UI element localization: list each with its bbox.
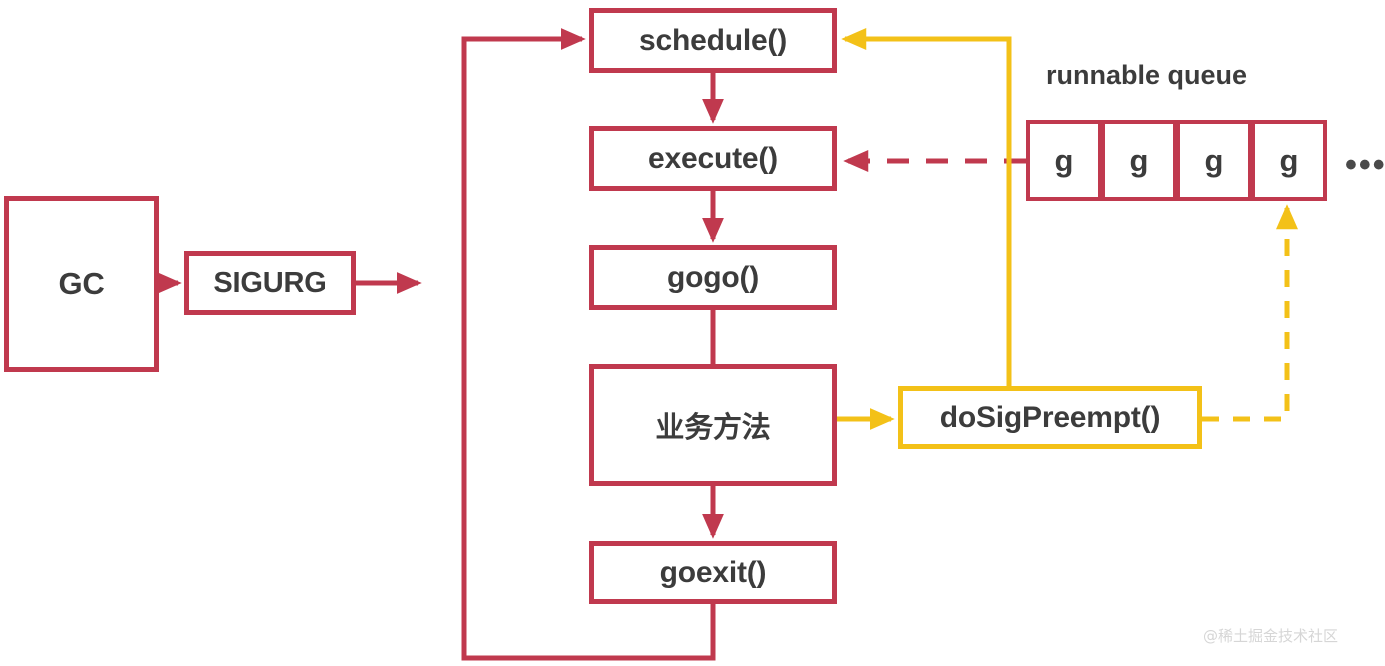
edge-dosigpreempt-to-schedule — [841, 28, 1012, 386]
node-business-method-label: 业务方法 — [655, 412, 771, 444]
watermark: @稀土掘金技术社区 — [1203, 625, 1338, 646]
node-execute-label: execute() — [648, 141, 778, 175]
node-dosigpreempt-label: doSigPreempt() — [939, 400, 1161, 434]
queue-ellipsis-text: ••• — [1345, 146, 1385, 184]
queue-cell[interactable]: g — [1026, 120, 1102, 201]
queue-cell-label: g — [1054, 142, 1074, 178]
node-sigurg[interactable]: SIGURG — [184, 251, 356, 315]
node-gogo-label: gogo() — [666, 260, 760, 294]
runnable-queue-title-text: runnable queue — [1046, 60, 1248, 90]
node-execute[interactable]: execute() — [589, 126, 837, 191]
edge-loop-to-schedule — [461, 28, 716, 661]
runnable-queue-title: runnable queue — [1046, 60, 1247, 91]
node-schedule[interactable]: schedule() — [589, 8, 837, 73]
queue-cell[interactable]: g — [1101, 120, 1177, 201]
watermark-text: @稀土掘金技术社区 — [1203, 627, 1339, 645]
node-dosigpreempt[interactable]: doSigPreempt() — [898, 386, 1202, 449]
node-goexit[interactable]: goexit() — [589, 541, 837, 604]
queue-cell-label: g — [1279, 142, 1299, 178]
node-business-method[interactable]: 业务方法 — [589, 364, 837, 486]
node-schedule-label: schedule() — [638, 23, 788, 57]
node-gc-label: GC — [58, 266, 105, 301]
node-gc[interactable]: GC — [4, 196, 159, 372]
node-gogo[interactable]: gogo() — [589, 245, 837, 310]
queue-cell[interactable]: g — [1176, 120, 1252, 201]
queue-ellipsis: ••• — [1345, 148, 1385, 182]
queue-cell-label: g — [1204, 142, 1224, 178]
node-goexit-label: goexit() — [659, 555, 767, 589]
node-sigurg-label: SIGURG — [213, 266, 327, 299]
edge-dosigpreempt-to-queue — [1202, 204, 1298, 422]
queue-cell-label: g — [1129, 142, 1149, 178]
queue-cell[interactable]: g — [1251, 120, 1327, 201]
